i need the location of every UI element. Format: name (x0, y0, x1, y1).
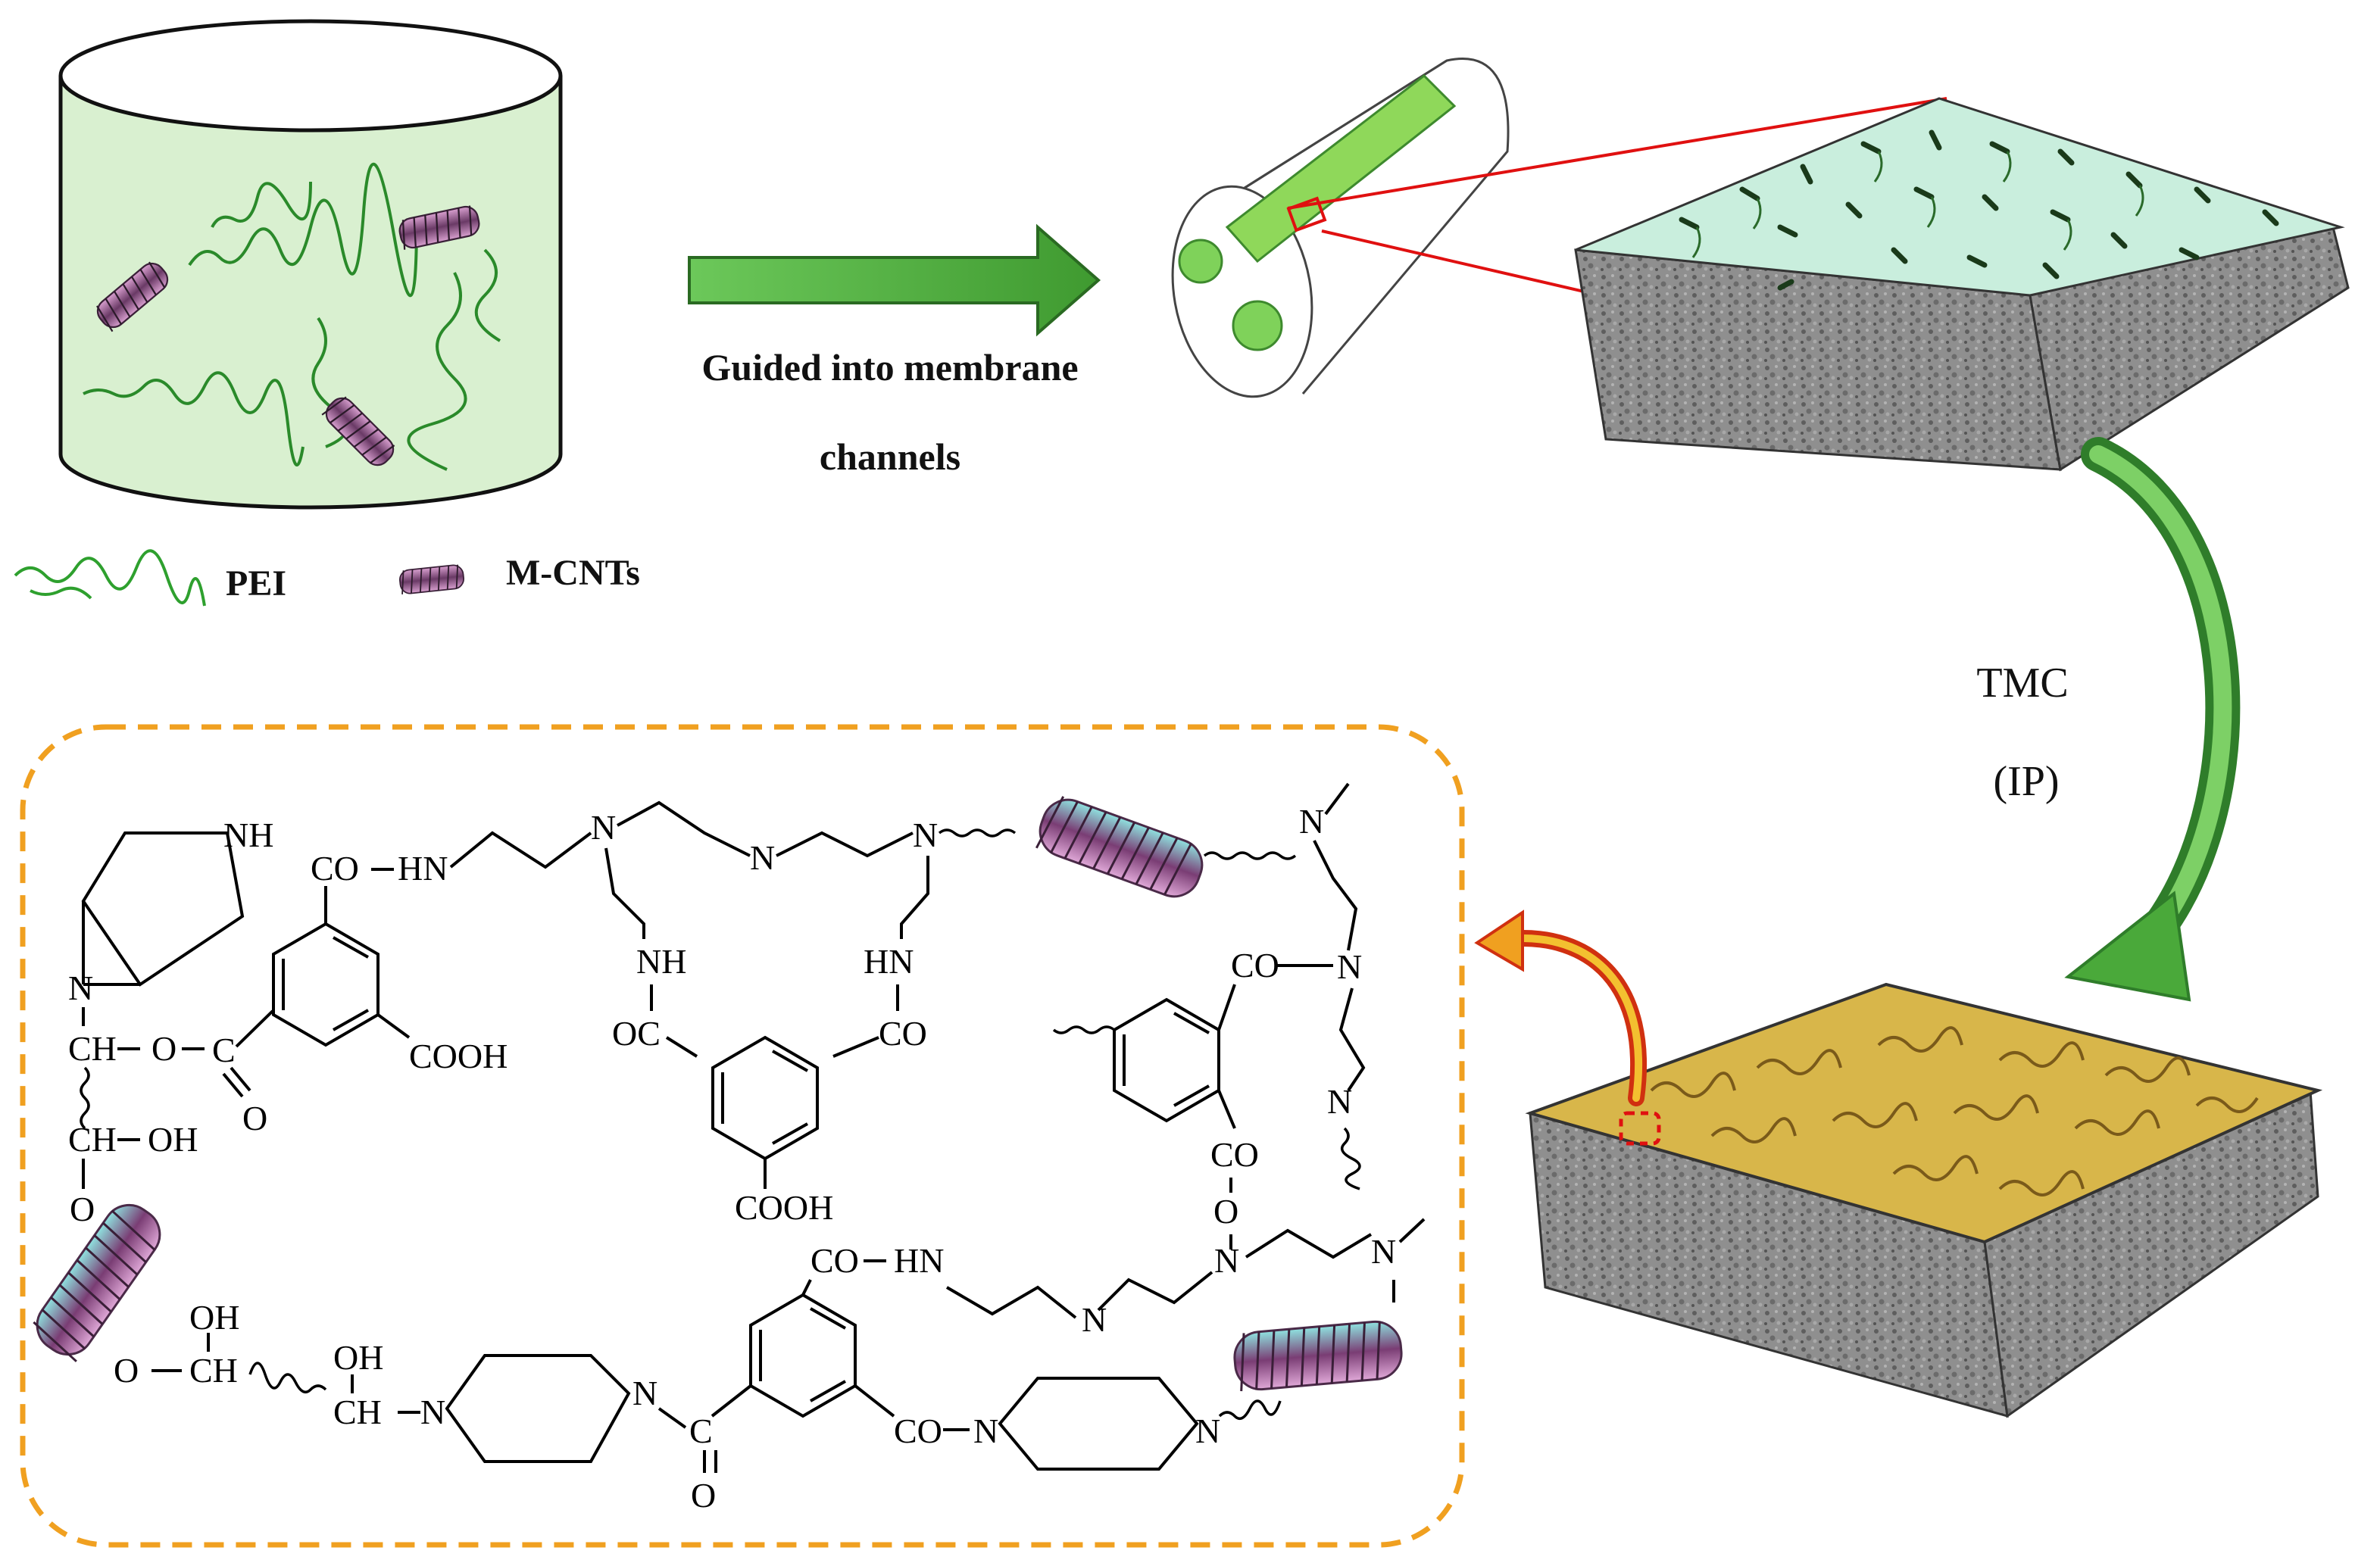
chem-n-right-mid: N (1337, 947, 1362, 986)
chem-co-right: CO (1231, 946, 1279, 984)
chem-co-pip3: CO (894, 1412, 942, 1450)
ip-label: (IP) (1993, 758, 2059, 805)
chem-co-right2: CO (1210, 1135, 1259, 1174)
guided-label-line1: Guided into membrane (701, 346, 1078, 388)
chem-n-pei2: N (750, 838, 775, 877)
chem-n-pei3: N (913, 816, 938, 854)
chem-o-carbonyl2: O (691, 1476, 716, 1515)
chem-co-mid: CO (879, 1014, 927, 1053)
legend-cnt-swatch (398, 563, 466, 595)
chem-n-pip2b: N (632, 1374, 657, 1412)
chem-oc-mid: OC (612, 1014, 661, 1053)
solution-cylinder (58, 19, 563, 510)
chem-n-pip3b: N (1195, 1412, 1220, 1450)
chem-n-pip2a: N (420, 1393, 445, 1431)
chem-n-pip1: N (68, 969, 93, 1007)
chem-n-pei1: N (591, 808, 616, 847)
cnt-structure-top (1032, 791, 1210, 905)
arrow-curved-green (2064, 437, 2241, 1002)
arrow-right-green (688, 223, 1101, 337)
chem-co-hn-top: CO (311, 849, 359, 888)
chem-c-carbonyl2: C (689, 1412, 713, 1450)
chem-n-right4: N (1371, 1232, 1396, 1271)
tmc-label: TMC (1976, 660, 2068, 707)
chem-n-pip3a: N (973, 1412, 998, 1450)
legend-pei-swatch (14, 549, 206, 607)
chem-cooh-left: COOH (409, 1037, 508, 1075)
chem-o-carbonyl1: O (242, 1099, 267, 1137)
chem-ch-o1: CH (68, 1029, 117, 1068)
chem-c-carbonyl1: C (212, 1031, 236, 1069)
membrane-green-top (1574, 97, 2350, 472)
chemical-structure: NH N CH O CH OH O C O CO HN COOH N N N (26, 782, 1426, 1515)
chem-n-bottom-chain: N (1082, 1300, 1107, 1339)
chem-nh-mid1: NH (636, 942, 686, 981)
chem-co-hn-bottom: CO (811, 1241, 859, 1280)
cnt-structure-left (26, 1193, 171, 1366)
chem-o-c: O (114, 1351, 139, 1390)
chem-ch-oh: CH (68, 1120, 117, 1159)
chem-hn-bottom: HN (894, 1241, 944, 1280)
chem-o-right2: O (1213, 1192, 1238, 1231)
membrane-yellow-top (1525, 982, 2323, 1418)
hollow-fiber-membrane (1171, 58, 1510, 398)
chem-n-right-low: N (1327, 1082, 1352, 1121)
cnt-structure-bottom (1231, 1318, 1405, 1393)
legend-mcnts-label: M-CNTs (506, 553, 640, 593)
chem-oh-c: OH (333, 1338, 383, 1377)
chem-n-right-top: N (1299, 802, 1324, 841)
chem-hn-top: HN (398, 849, 448, 888)
chem-oh-a: OH (148, 1120, 198, 1159)
legend-pei-label: PEI (226, 563, 286, 604)
chem-o-a: O (151, 1029, 176, 1068)
pei-chains-in-cylinder (83, 162, 501, 471)
chem-nh-top: NH (223, 816, 273, 854)
guided-label-line2: channels (820, 435, 960, 478)
chem-cooh-mid: COOH (735, 1188, 833, 1227)
chem-hn-mid2: HN (864, 942, 914, 981)
chem-oh-b: OH (189, 1298, 239, 1337)
chem-o-b: O (70, 1190, 95, 1228)
chem-n-right3: N (1214, 1241, 1239, 1280)
chem-ch-c: CH (333, 1393, 382, 1431)
structure-box (20, 724, 1465, 1548)
chem-ch-b: CH (189, 1351, 238, 1390)
arrow-zoom-to-structure (1474, 909, 1648, 1106)
